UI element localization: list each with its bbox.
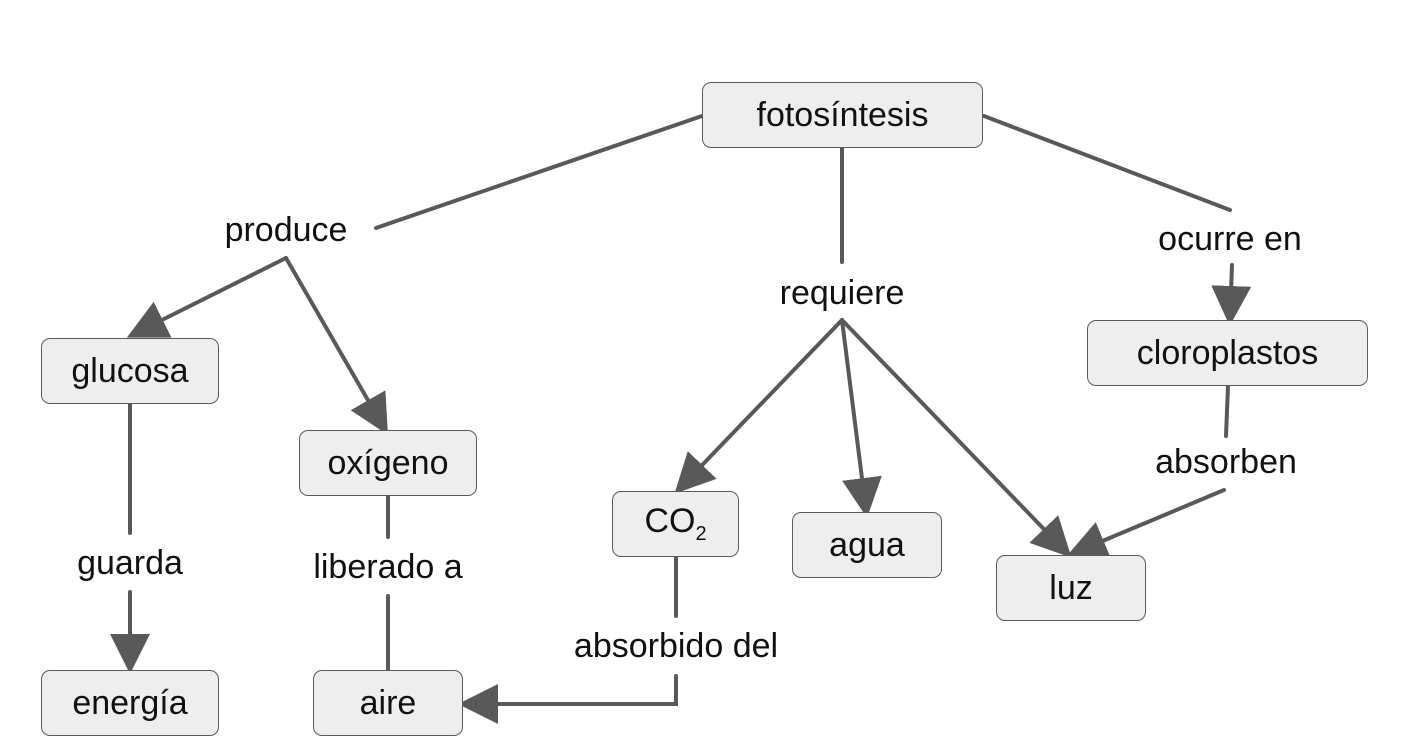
connector-fotosintesis-ocurre bbox=[982, 114, 1232, 212]
connector-produce-oxigeno bbox=[284, 256, 388, 435]
link-label-produce: produce bbox=[222, 210, 350, 250]
connector-produce-glucosa bbox=[126, 256, 288, 338]
connector-fotosintesis-produce bbox=[374, 114, 704, 230]
connector-absorbido-aire bbox=[458, 674, 678, 724]
connector-requiere-luz bbox=[840, 318, 1072, 558]
node-energia: energía bbox=[41, 670, 219, 736]
co2-formula: CO2 bbox=[644, 502, 707, 545]
connector-absorben-luz bbox=[1066, 488, 1226, 560]
link-label-requiere: requiere bbox=[777, 273, 907, 313]
node-cloroplastos: cloroplastos bbox=[1087, 320, 1368, 386]
node-co2: CO2 bbox=[612, 491, 739, 557]
link-label-ocurre-en: ocurre en bbox=[1156, 219, 1304, 259]
link-label-liberado-a: liberado a bbox=[311, 547, 465, 587]
connector-cloroplastos-absorben bbox=[1224, 384, 1230, 438]
node-fotosintesis: fotosíntesis bbox=[702, 82, 983, 148]
connector-requiere-co2 bbox=[674, 318, 844, 494]
node-agua: agua bbox=[792, 512, 942, 578]
node-glucosa: glucosa bbox=[41, 338, 219, 404]
connector-requiere-agua bbox=[840, 318, 882, 518]
link-label-absorbido-del: absorbido del bbox=[571, 626, 781, 666]
link-label-guarda: guarda bbox=[75, 543, 185, 583]
connector-ocurre-cloroplastos bbox=[1211, 263, 1252, 326]
link-label-absorben: absorben bbox=[1153, 442, 1299, 482]
node-aire: aire bbox=[313, 670, 463, 736]
node-luz: luz bbox=[996, 555, 1146, 621]
node-oxigeno: oxígeno bbox=[299, 430, 477, 496]
